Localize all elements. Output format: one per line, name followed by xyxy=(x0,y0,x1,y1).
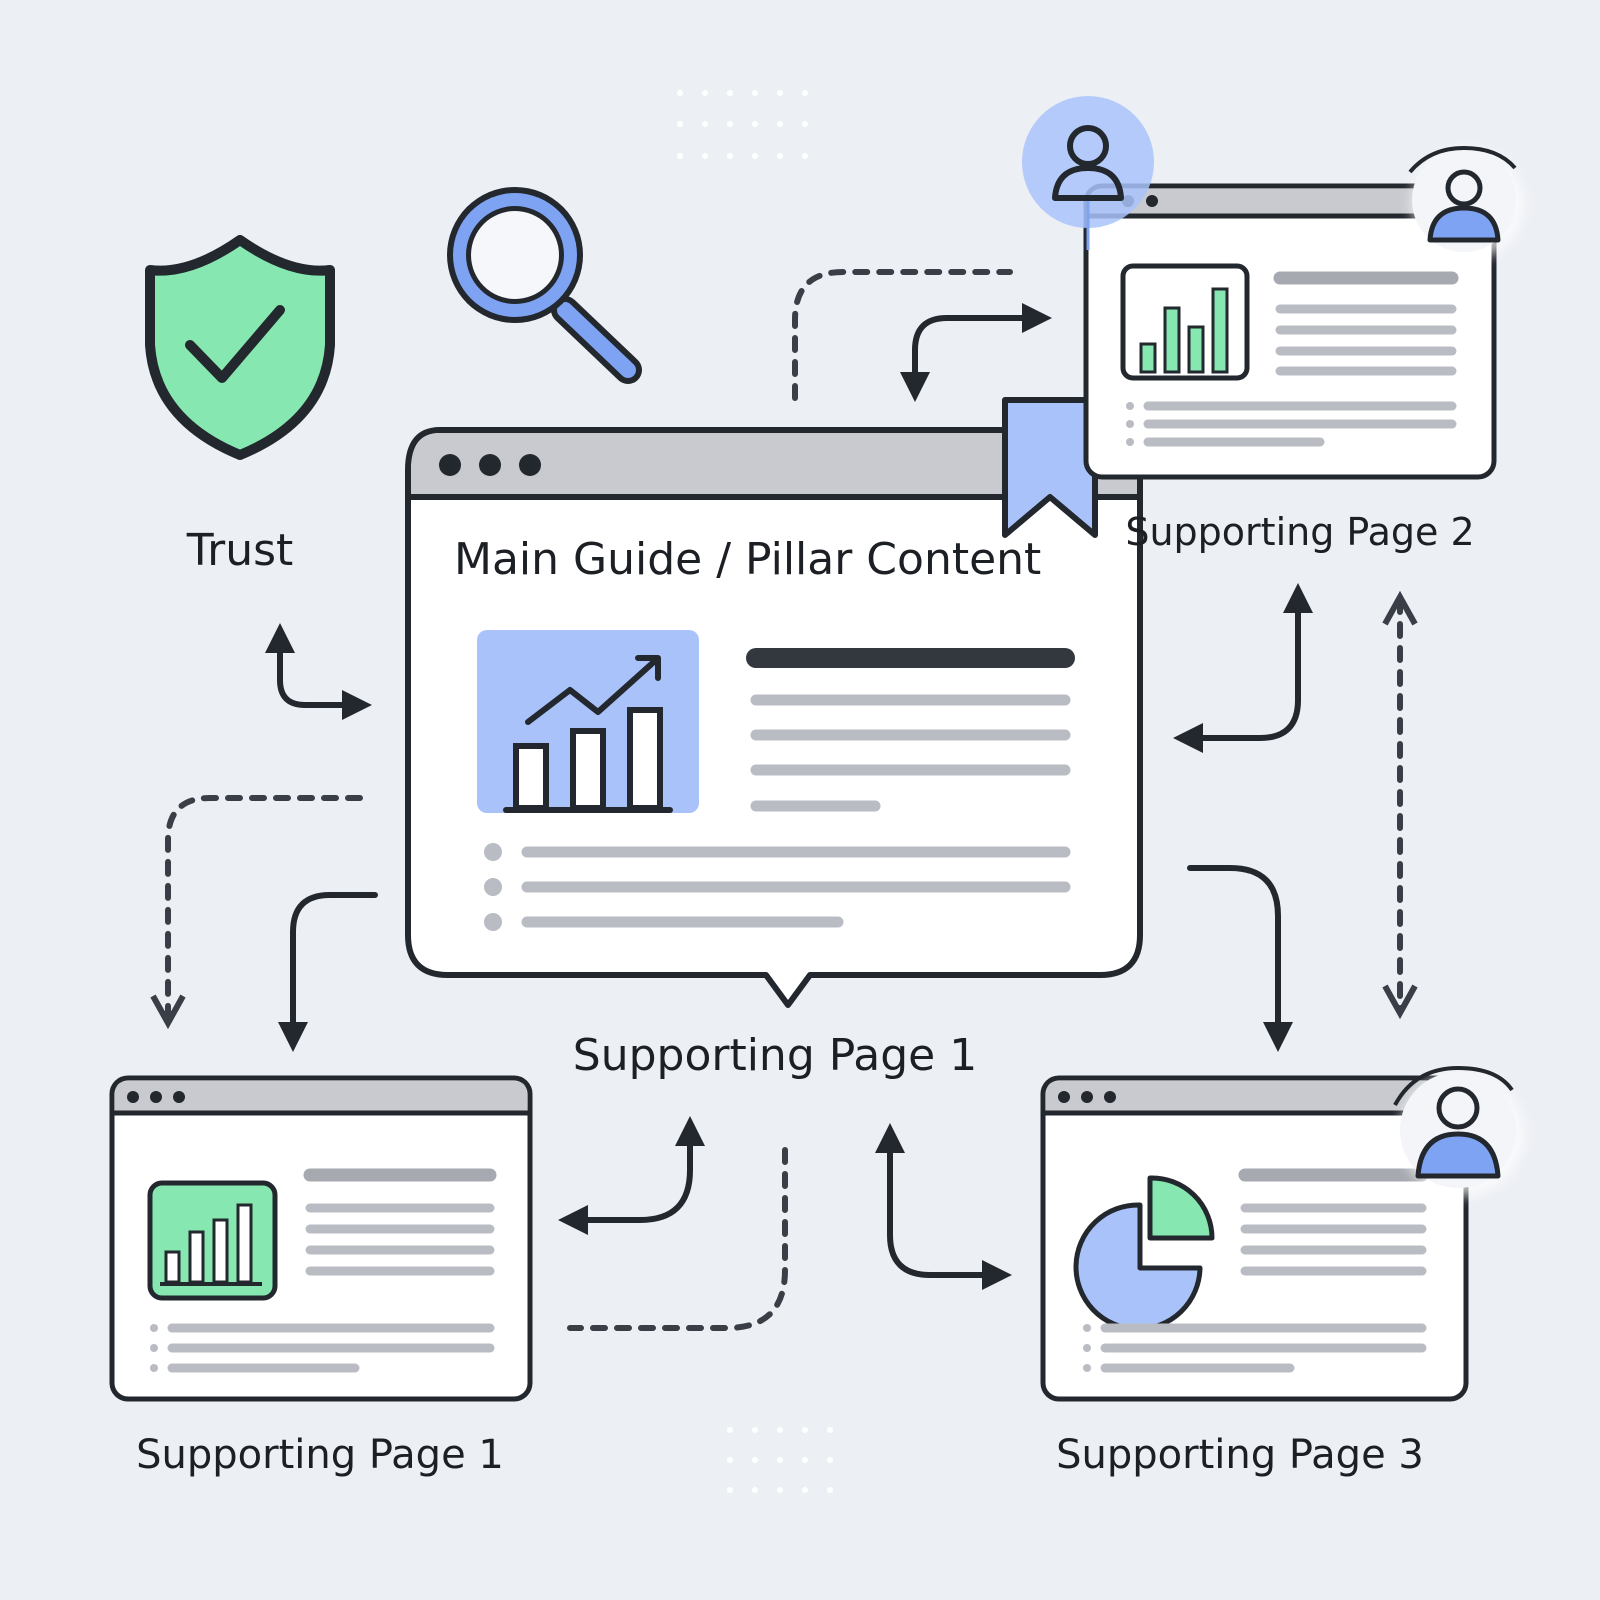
main-bullet-list xyxy=(484,843,1071,931)
dot-grid-top xyxy=(677,90,808,159)
supporting-page-3-label: Supporting Page 3 xyxy=(1056,1432,1424,1478)
supporting-page-3-window xyxy=(1040,1075,1469,1402)
pie-chart-icon xyxy=(1073,1175,1215,1332)
user-icon xyxy=(1022,96,1154,250)
supporting-page-2-window xyxy=(1083,183,1497,480)
main-window-title: Main Guide / Pillar Content xyxy=(454,534,1041,585)
line-bar-chart-icon xyxy=(477,630,699,813)
dashed-connector-top xyxy=(792,269,1013,401)
arrow-trust-to-main xyxy=(265,623,372,720)
window-dot-3 xyxy=(519,454,541,476)
trust-label: Trust xyxy=(186,525,294,576)
supporting-page-1-window xyxy=(109,1075,533,1402)
arrow-main-to-page1 xyxy=(278,892,378,1052)
bar-chart-icon xyxy=(1120,263,1250,381)
dashed-connector-bottom xyxy=(567,1147,788,1331)
shield-check-icon xyxy=(145,235,335,460)
magnifying-glass-icon xyxy=(447,187,642,384)
arrow-page2-to-main xyxy=(1173,583,1313,753)
main-text-lines xyxy=(746,648,1075,812)
supporting-page-2-label: Supporting Page 2 xyxy=(1125,510,1474,554)
arrow-main-to-page3 xyxy=(1187,865,1293,1052)
user-icon-page-3 xyxy=(1393,1065,1524,1196)
dot-grid-bottom xyxy=(727,1427,833,1493)
user-icon-page-2 xyxy=(1408,145,1524,260)
arrow-page1-to-center xyxy=(558,1116,705,1235)
center-caption: Supporting Page 1 xyxy=(573,1030,977,1081)
supporting-page-1-label: Supporting Page 1 xyxy=(136,1432,504,1478)
dashed-connector-left xyxy=(168,795,363,1020)
arrow-center-to-page3 xyxy=(875,1123,1012,1290)
connectors xyxy=(168,269,1400,1331)
main-titlebar xyxy=(411,433,1137,497)
window-dot-1 xyxy=(439,454,461,476)
window-dot-2 xyxy=(479,454,501,476)
bar-chart-icon xyxy=(147,1180,278,1301)
bookmark-icon xyxy=(1002,397,1098,538)
arrow-top-main-to-page2 xyxy=(900,303,1052,402)
main-guide-window: Main Guide / Pillar Content xyxy=(405,397,1143,1008)
